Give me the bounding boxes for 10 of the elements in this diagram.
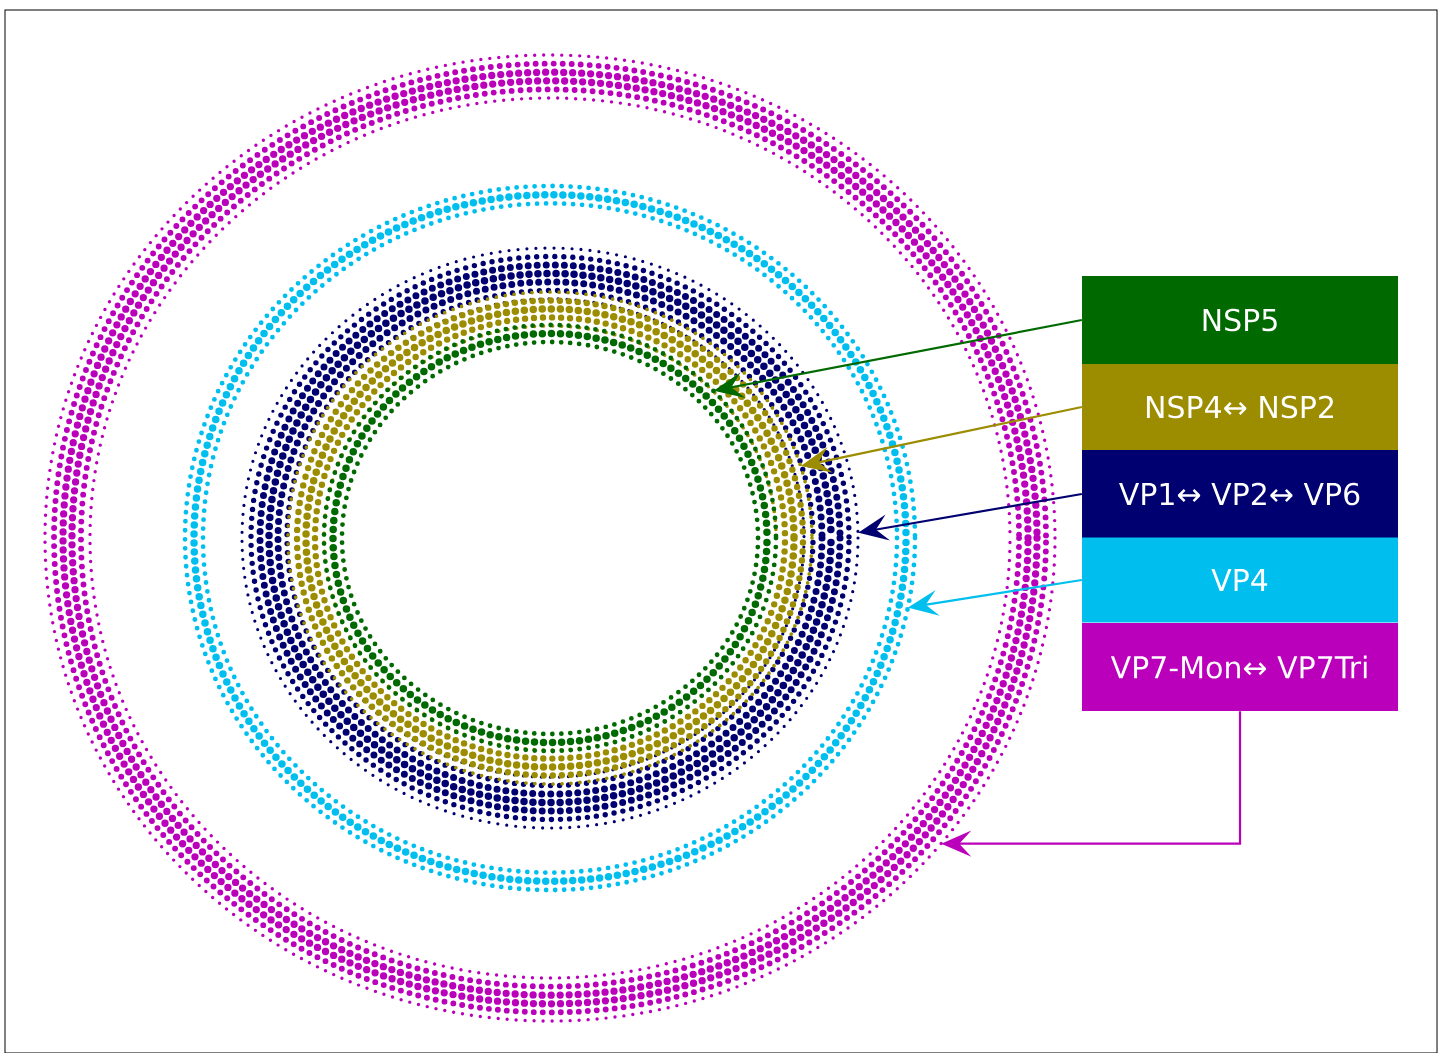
legend-box: NSP4↔ NSP2	[1082, 364, 1398, 450]
legend-box: VP1↔ VP2↔ VP6	[1082, 450, 1398, 538]
dotted-ring	[182, 183, 918, 893]
legend-box: NSP5	[1082, 276, 1398, 364]
dotted-ring	[240, 246, 860, 830]
dotted-ring	[43, 53, 1057, 1023]
legend-box: VP7-Mon↔ VP7Tri	[1082, 623, 1398, 711]
legend-box: VP4	[1082, 537, 1398, 623]
dotted-ring	[321, 322, 779, 754]
dotted-ring	[286, 290, 814, 786]
